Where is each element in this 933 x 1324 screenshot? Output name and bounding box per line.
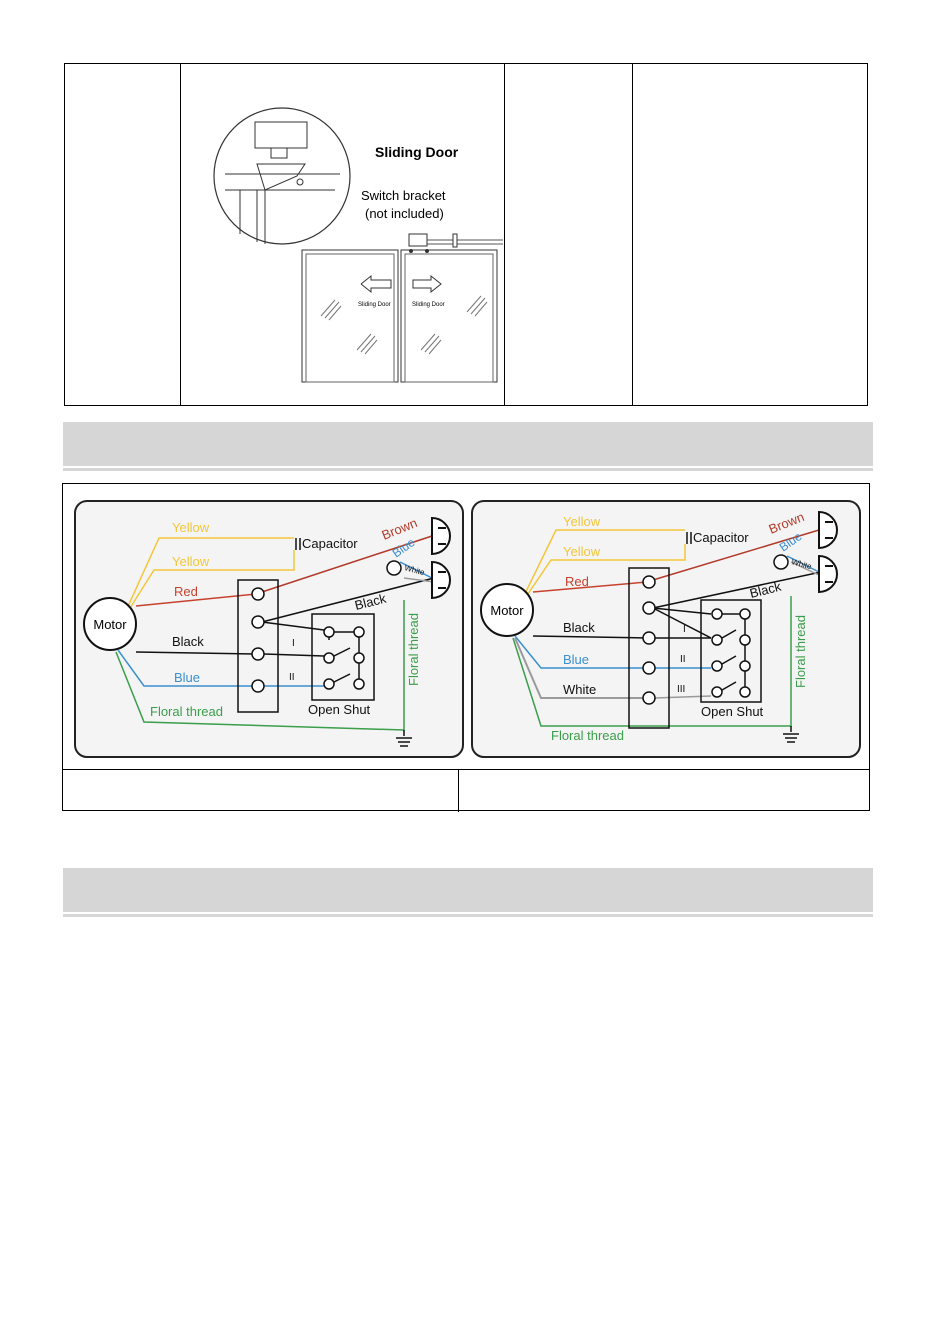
brown-wire <box>261 535 433 593</box>
wiring-diagram-box: Motor Yellow Yellow Capaci <box>62 483 870 812</box>
wiring-diagram-three-speed: Motor Yellow Yellow Capacit <box>471 500 861 758</box>
sliding-door-title: Sliding Door <box>375 144 459 160</box>
black-label: Black <box>563 620 595 635</box>
yellow-label: Yellow <box>563 514 601 529</box>
switch-block <box>311 613 375 701</box>
blue-label: Blue <box>174 670 200 685</box>
red-label: Red <box>565 574 589 589</box>
capacitor-label: Capacitor <box>302 536 358 551</box>
sliding-door-illustration: Sliding Door Switch bracket (not include… <box>213 107 503 383</box>
yellow-label: Yellow <box>563 544 601 559</box>
speed-2-label: II <box>289 672 295 683</box>
left-door <box>301 249 399 383</box>
blue-label: Blue <box>563 652 589 667</box>
black-label: Black <box>172 634 204 649</box>
section-rule <box>63 468 873 471</box>
motor-label: Motor <box>93 617 127 632</box>
motor-label: Motor <box>490 603 524 618</box>
yellow-wire <box>119 550 295 625</box>
red-wire <box>135 593 257 607</box>
floral-label: Floral thread <box>150 704 223 719</box>
white-label: White <box>563 682 596 697</box>
section-header-bar <box>63 868 873 912</box>
door-right-label: Sliding Door <box>412 302 445 308</box>
section-header-bar <box>63 422 873 466</box>
speed-2-label: II <box>680 654 686 665</box>
mounted-switch <box>408 233 428 247</box>
caption-divider <box>458 770 459 812</box>
yellow-wire <box>119 537 294 625</box>
blue-wire <box>117 649 256 687</box>
green-wire <box>115 600 405 731</box>
open-shut-label: Open Shut <box>701 704 764 719</box>
terminal-circle <box>386 560 402 576</box>
caption-row <box>62 769 870 812</box>
red-label: Red <box>174 584 198 599</box>
table-divider <box>180 64 181 405</box>
speed-3-label: III <box>677 684 685 695</box>
floral-label: Floral thread <box>551 728 624 743</box>
yellow-label: Yellow <box>172 554 210 569</box>
table-divider <box>632 64 633 405</box>
switch-bracket-label: Switch bracket <box>361 188 446 203</box>
wiring-diagram-two-speed: Motor Yellow Yellow Capaci <box>74 500 464 758</box>
diagram-panel <box>74 500 464 758</box>
yellow-label: Yellow <box>172 520 210 535</box>
diagram-panel <box>471 500 861 758</box>
motor-symbol <box>83 597 137 651</box>
capacitor-label: Capacitor <box>693 530 749 545</box>
floral-vertical-label: Floral thread <box>406 613 421 686</box>
open-shut-label: Open Shut <box>308 702 371 717</box>
switch-body <box>254 121 308 149</box>
terminal-block <box>237 579 279 713</box>
black-wire <box>135 651 257 655</box>
right-door <box>400 249 498 383</box>
top-table: Sliding Door Switch bracket (not include… <box>64 63 868 406</box>
section-rule <box>63 914 873 917</box>
black-wire <box>261 577 435 623</box>
door-left-label: Sliding Door <box>358 302 391 308</box>
speed-1-label: I <box>683 624 686 635</box>
table-divider <box>504 64 505 405</box>
speed-1-label: I <box>292 638 295 649</box>
floral-vertical-label: Floral thread <box>793 615 808 688</box>
not-included-label: (not included) <box>365 206 444 221</box>
